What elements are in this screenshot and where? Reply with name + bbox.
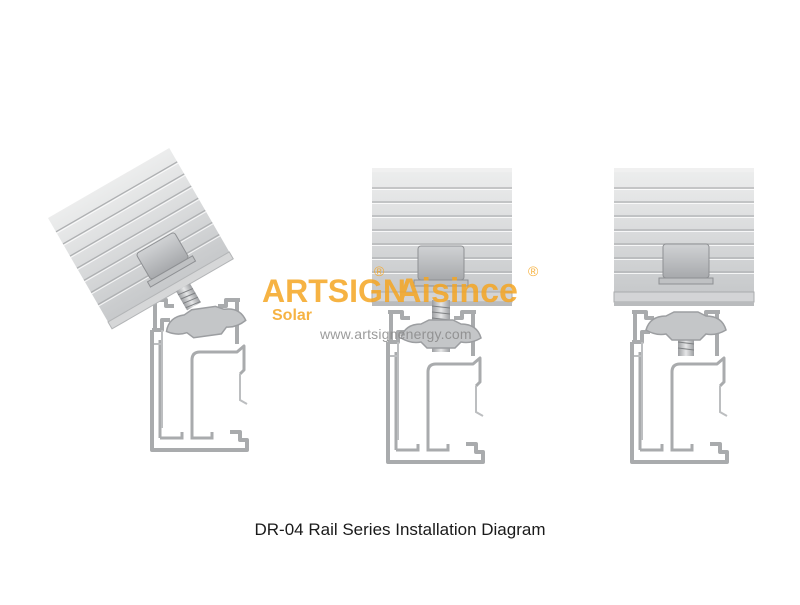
clamp-nut-1 [163,301,248,343]
solar-panel-1 [47,147,234,330]
solar-panel-3 [613,168,755,306]
bolt-1 [136,232,201,311]
step-3-tightened [613,168,755,464]
diagram-caption: DR-04 Rail Series Installation Diagram [254,520,546,539]
watermark-url: www.artsignenergy.com [320,326,472,342]
step-1-tilted [47,147,249,452]
clamp-nut-3 [645,311,727,341]
step-2-lowered [371,168,513,464]
